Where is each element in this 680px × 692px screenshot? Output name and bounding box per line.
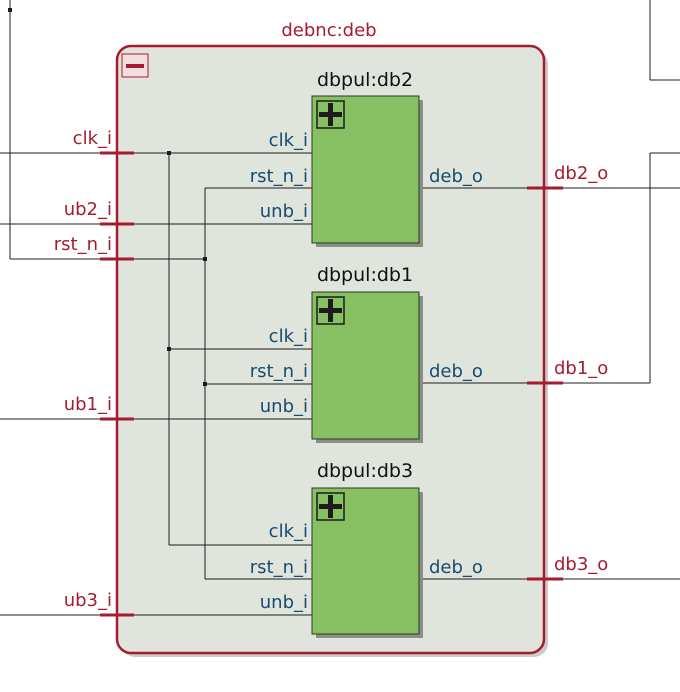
port-label: deb_o	[429, 361, 483, 382]
pin-label-ub3-i: ub3_i	[64, 590, 112, 611]
minus-icon[interactable]	[121, 53, 149, 78]
block-dbpul-db1[interactable]: dbpul:db1 clk_i rst_n_i unb_i deb_o	[250, 264, 483, 443]
block-title: dbpul:db1	[317, 264, 413, 286]
port-label: rst_n_i	[250, 557, 308, 578]
block-dbpul-db2[interactable]: dbpul:db2 clk_i rst_n_i unb_i deb_o	[250, 69, 483, 247]
port-label: deb_o	[429, 557, 483, 578]
pin-label-ub2-i: ub2_i	[64, 199, 112, 220]
pin-label-clk-i: clk_i	[73, 128, 112, 149]
module-title: debnc:deb	[281, 20, 376, 41]
plus-icon[interactable]	[316, 296, 345, 325]
plus-icon[interactable]	[316, 100, 345, 129]
port-label: rst_n_i	[250, 166, 308, 187]
port-label: clk_i	[269, 521, 308, 542]
internal-wires	[134, 151, 540, 616]
pin-label-db1-o: db1_o	[554, 358, 608, 379]
port-label: clk_i	[269, 130, 308, 151]
block-dbpul-db3[interactable]: dbpul:db3 clk_i rst_n_i unb_i deb_o	[250, 460, 483, 638]
port-label: unb_i	[260, 396, 308, 417]
port-label: clk_i	[269, 326, 308, 347]
block-title: dbpul:db3	[317, 460, 413, 482]
port-label: rst_n_i	[250, 361, 308, 382]
port-label: unb_i	[260, 201, 308, 222]
pin-label-db2-o: db2_o	[554, 163, 608, 184]
pin-label-db3-o: db3_o	[554, 554, 608, 575]
module-output-pins: db2_o db1_o db3_o	[527, 163, 608, 581]
port-label: deb_o	[429, 166, 483, 187]
pin-label-rst-n-i: rst_n_i	[54, 234, 112, 255]
port-label: unb_i	[260, 592, 308, 613]
plus-icon[interactable]	[316, 492, 345, 521]
module-input-pins: clk_i ub2_i rst_n_i ub1_i ub3_i	[54, 128, 134, 617]
block-title: dbpul:db2	[317, 69, 413, 91]
external-wires	[0, 0, 680, 616]
pin-label-ub1-i: ub1_i	[64, 394, 112, 415]
